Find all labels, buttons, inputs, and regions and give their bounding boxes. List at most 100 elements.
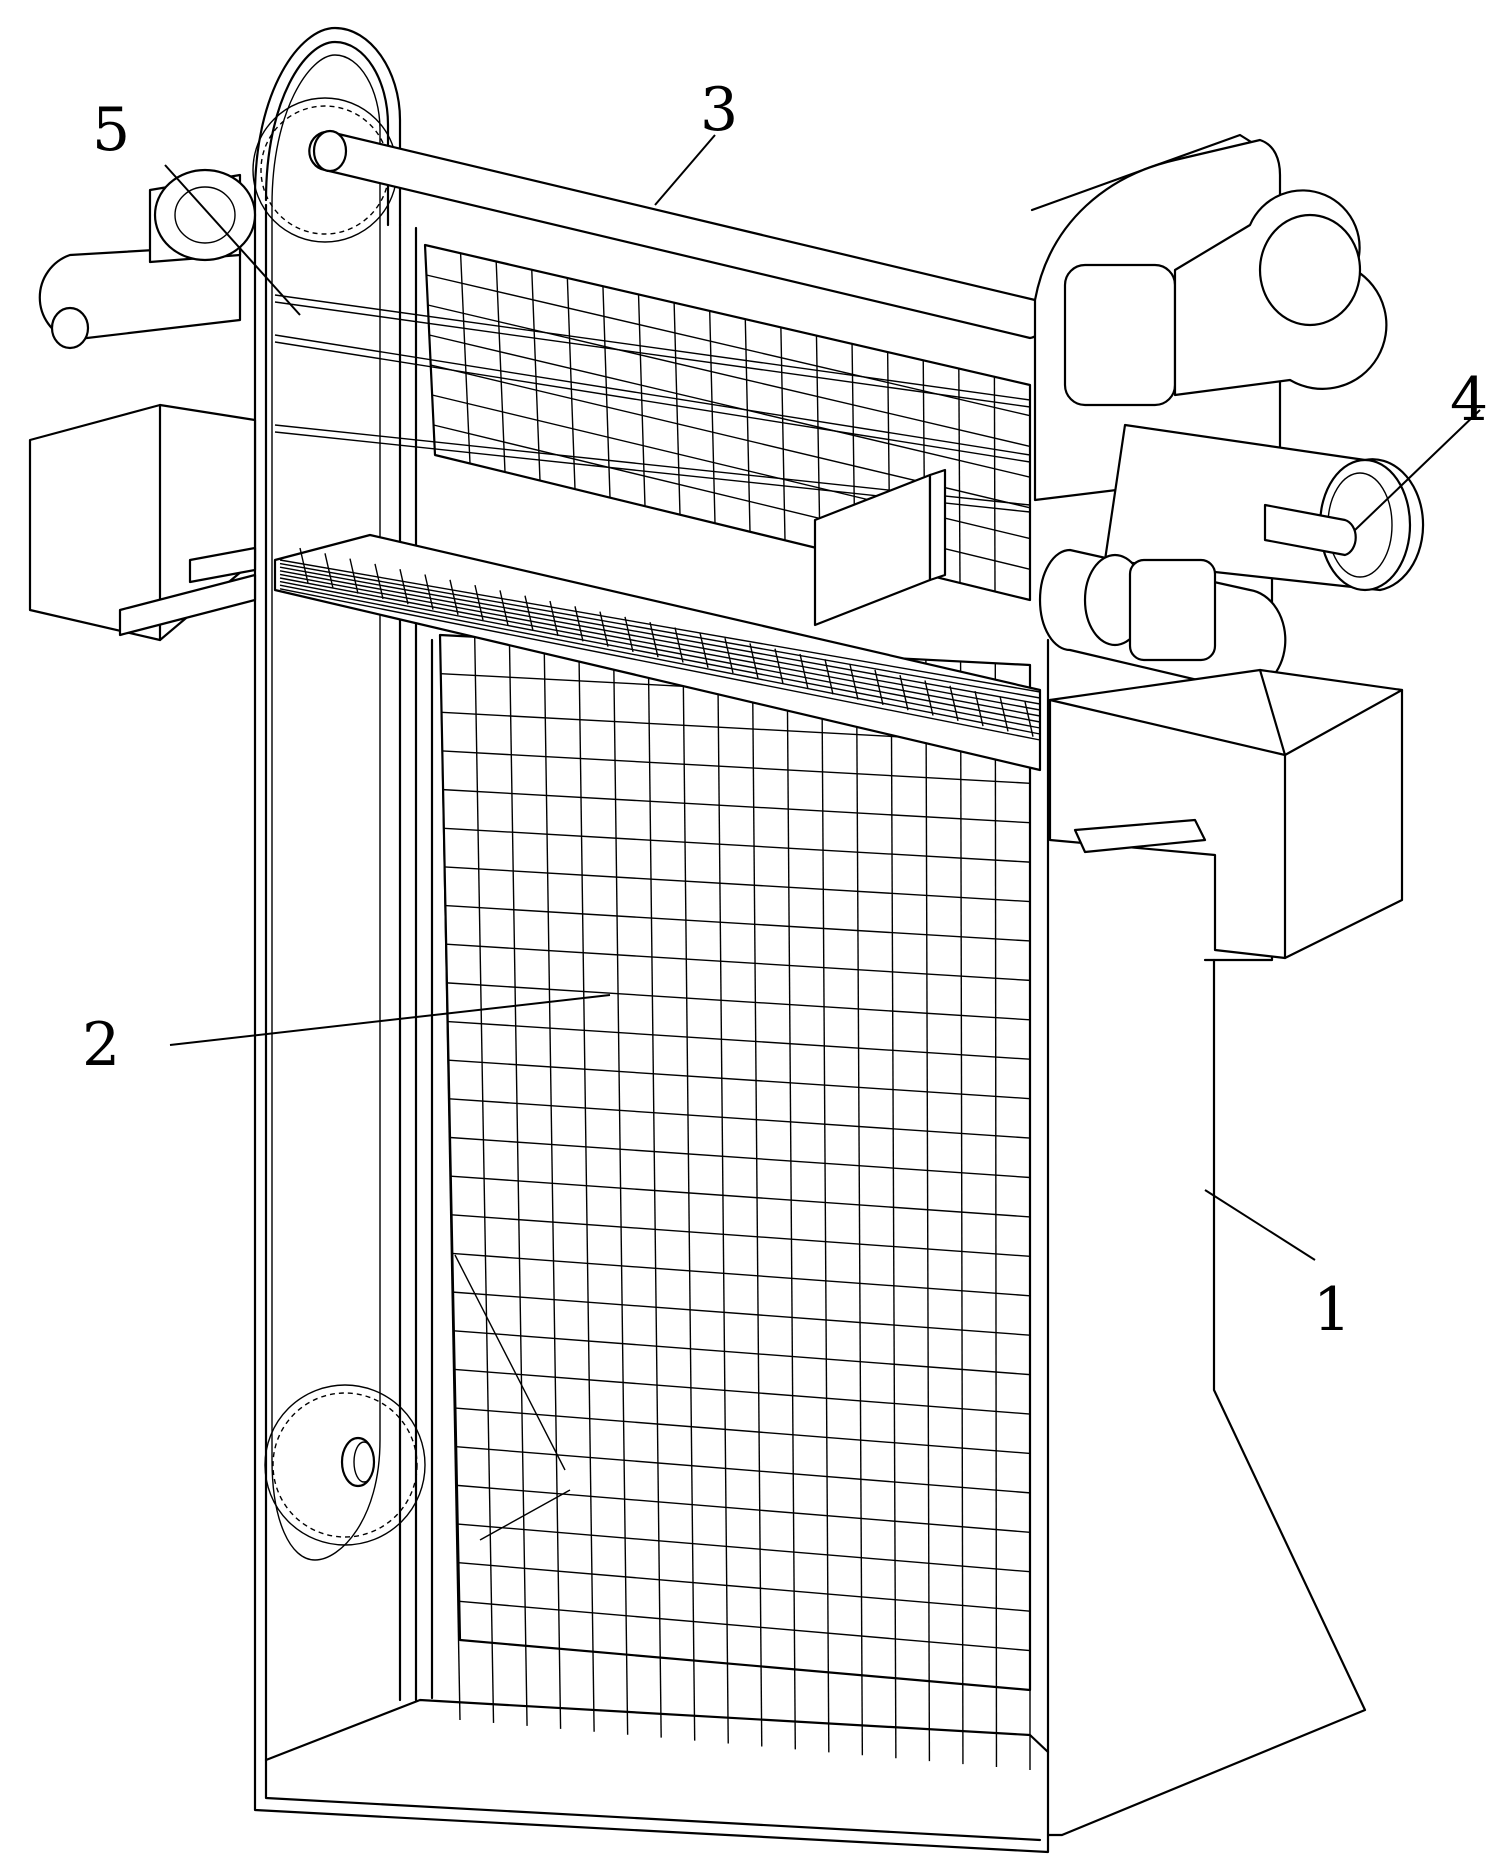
grid-bar-vertical — [821, 654, 830, 1753]
grid-bar-horizontal — [459, 1600, 1031, 1652]
rake-tooth — [474, 584, 484, 621]
rake-tooth — [624, 616, 634, 653]
grid-bar-vertical — [751, 650, 763, 1747]
grid-bar-vertical — [543, 640, 562, 1729]
grid-bar-vertical — [647, 645, 662, 1738]
screen-grid — [273, 243, 1042, 1770]
grid-bar-horizontal — [456, 1484, 1031, 1534]
rake-tooth — [724, 637, 734, 674]
grid-bar-horizontal — [429, 334, 1031, 478]
grid-bar-vertical — [958, 368, 961, 583]
rake-bar — [279, 577, 1041, 723]
grid-bar-vertical — [716, 649, 729, 1744]
rake-tooth — [549, 600, 559, 637]
grid-bar-vertical — [508, 638, 528, 1726]
leader-5 — [164, 164, 301, 316]
rake-tooth — [974, 690, 984, 727]
rake-tooth — [349, 558, 359, 594]
grid-bar-horizontal — [424, 244, 1031, 386]
grid-bar-vertical — [439, 634, 461, 1721]
rake-tooth — [649, 622, 659, 658]
rake-tooth — [924, 680, 934, 716]
grid-bar-vertical — [531, 269, 541, 481]
grid-bar-horizontal — [444, 866, 1031, 903]
grid-bar-horizontal — [455, 1407, 1031, 1455]
rake-tooth — [849, 664, 859, 700]
grid-bar-vertical — [495, 261, 506, 473]
grid-bar-horizontal — [453, 1330, 1031, 1376]
callouts: 1 2 3 4 5 — [82, 75, 1488, 1345]
grid-bar-vertical — [612, 643, 629, 1735]
leader-1 — [1204, 1189, 1316, 1261]
callout-5: 5 — [92, 95, 130, 165]
rake-tooth — [599, 611, 609, 647]
grid-bar-horizontal — [445, 904, 1031, 942]
rake-bar — [279, 566, 1041, 705]
grid-bar-horizontal — [442, 750, 1031, 784]
rake-tooth — [374, 563, 384, 600]
rake-tooth — [749, 643, 759, 679]
rake-tooth — [449, 579, 459, 615]
grid-bar-horizontal — [451, 1214, 1031, 1258]
grid-bar-horizontal — [448, 1059, 1031, 1100]
grid-bar-horizontal — [457, 1523, 1031, 1573]
rake-tooth — [424, 574, 434, 610]
rake-tooth — [674, 627, 684, 663]
grid-bar-horizontal — [426, 274, 1031, 417]
grid-bar-vertical — [424, 244, 436, 456]
leader-3 — [654, 134, 716, 206]
rake-tooth — [899, 675, 909, 711]
grid-bar-vertical — [744, 319, 751, 532]
grid-bar-horizontal — [453, 1291, 1031, 1336]
grid-bar-vertical — [673, 302, 681, 515]
grid-bar-vertical — [682, 647, 696, 1741]
rake-bar — [279, 562, 1041, 699]
grid-bar-vertical — [925, 659, 931, 1762]
left-arm — [28, 168, 257, 642]
grid-bar-horizontal — [452, 1252, 1031, 1297]
rake-tooth — [299, 547, 309, 584]
rake-bar — [279, 588, 1041, 741]
leader-4 — [1354, 409, 1481, 531]
grid-bar-horizontal — [446, 982, 1031, 1021]
rake-tooth — [999, 696, 1009, 732]
grid-bar-horizontal — [456, 1446, 1031, 1494]
grid-bar-horizontal — [446, 943, 1031, 982]
grid-bar-horizontal — [450, 1175, 1031, 1218]
rake-tooth — [824, 659, 834, 695]
rake-tooth — [774, 648, 784, 684]
grid-bar-vertical — [993, 376, 996, 592]
rake-tooth — [499, 590, 509, 626]
grid-bar-horizontal — [449, 1136, 1031, 1179]
grid-bar-vertical — [566, 277, 576, 490]
grid-bar-vertical — [786, 652, 796, 1750]
grid-bar-vertical — [474, 636, 495, 1723]
leader-2 — [169, 994, 611, 1046]
grid-bar-vertical — [709, 310, 716, 524]
left-chain-guide — [252, 26, 426, 1561]
rake-bar — [279, 580, 1041, 729]
grid-bar-horizontal — [443, 827, 1031, 863]
grid-bar-horizontal — [454, 1368, 1031, 1415]
grid-bar-vertical — [780, 327, 786, 541]
rake-tooth — [524, 595, 534, 631]
grid-bar-horizontal — [447, 1020, 1031, 1060]
rake-tooth — [799, 653, 809, 690]
grid-bar-horizontal — [459, 1639, 1031, 1691]
rake-bar — [279, 584, 1041, 735]
callout-1: 1 — [1313, 1275, 1351, 1345]
grid-bar-horizontal — [458, 1561, 1031, 1612]
grid-bar-vertical — [578, 642, 595, 1732]
drive-assembly — [1033, 138, 1425, 960]
rake-tooth — [874, 669, 884, 706]
rake-bar — [279, 570, 1041, 711]
collector-trough — [813, 468, 947, 627]
rake-tooth — [574, 606, 584, 642]
rake-tooth — [324, 553, 334, 589]
rake-tooth — [949, 685, 959, 721]
callout-4: 4 — [1450, 365, 1488, 435]
grid-bar-horizontal — [443, 788, 1031, 824]
leader-lines — [164, 134, 1481, 1261]
grid-bar-vertical — [602, 286, 611, 498]
